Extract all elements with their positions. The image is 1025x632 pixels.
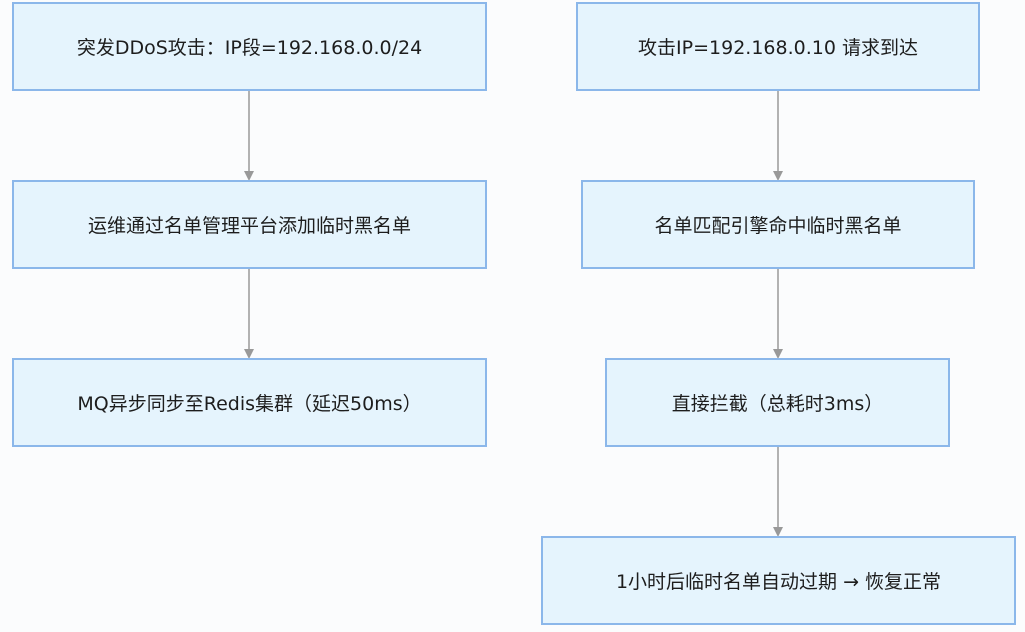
right-step-1-label: 攻击IP=192.168.0.10 请求到达 — [638, 37, 918, 59]
right-step-4-node: 1小时后临时名单自动过期 → 恢复正常 — [541, 536, 1016, 625]
right-step-4-label: 1小时后临时名单自动过期 → 恢复正常 — [615, 571, 942, 593]
left-step-3-label: MQ异步同步至Redis集群（延迟50ms） — [77, 393, 422, 415]
right-step-3-label: 直接拦截（总耗时3ms） — [671, 393, 884, 415]
left-step-3-node: MQ异步同步至Redis集群（延迟50ms） — [12, 358, 487, 447]
right-step-2-label: 名单匹配引擎命中临时黑名单 — [654, 215, 902, 237]
left-step-2-node: 运维通过名单管理平台添加临时黑名单 — [12, 180, 487, 269]
right-step-3-node: 直接拦截（总耗时3ms） — [605, 358, 950, 447]
left-step-1-label: 突发DDoS攻击：IP段=192.168.0.0/24 — [76, 37, 423, 59]
left-step-1-node: 突发DDoS攻击：IP段=192.168.0.0/24 — [12, 2, 487, 91]
right-step-2-node: 名单匹配引擎命中临时黑名单 — [581, 180, 975, 269]
right-step-1-node: 攻击IP=192.168.0.10 请求到达 — [576, 2, 980, 91]
left-step-2-label: 运维通过名单管理平台添加临时黑名单 — [87, 215, 411, 237]
